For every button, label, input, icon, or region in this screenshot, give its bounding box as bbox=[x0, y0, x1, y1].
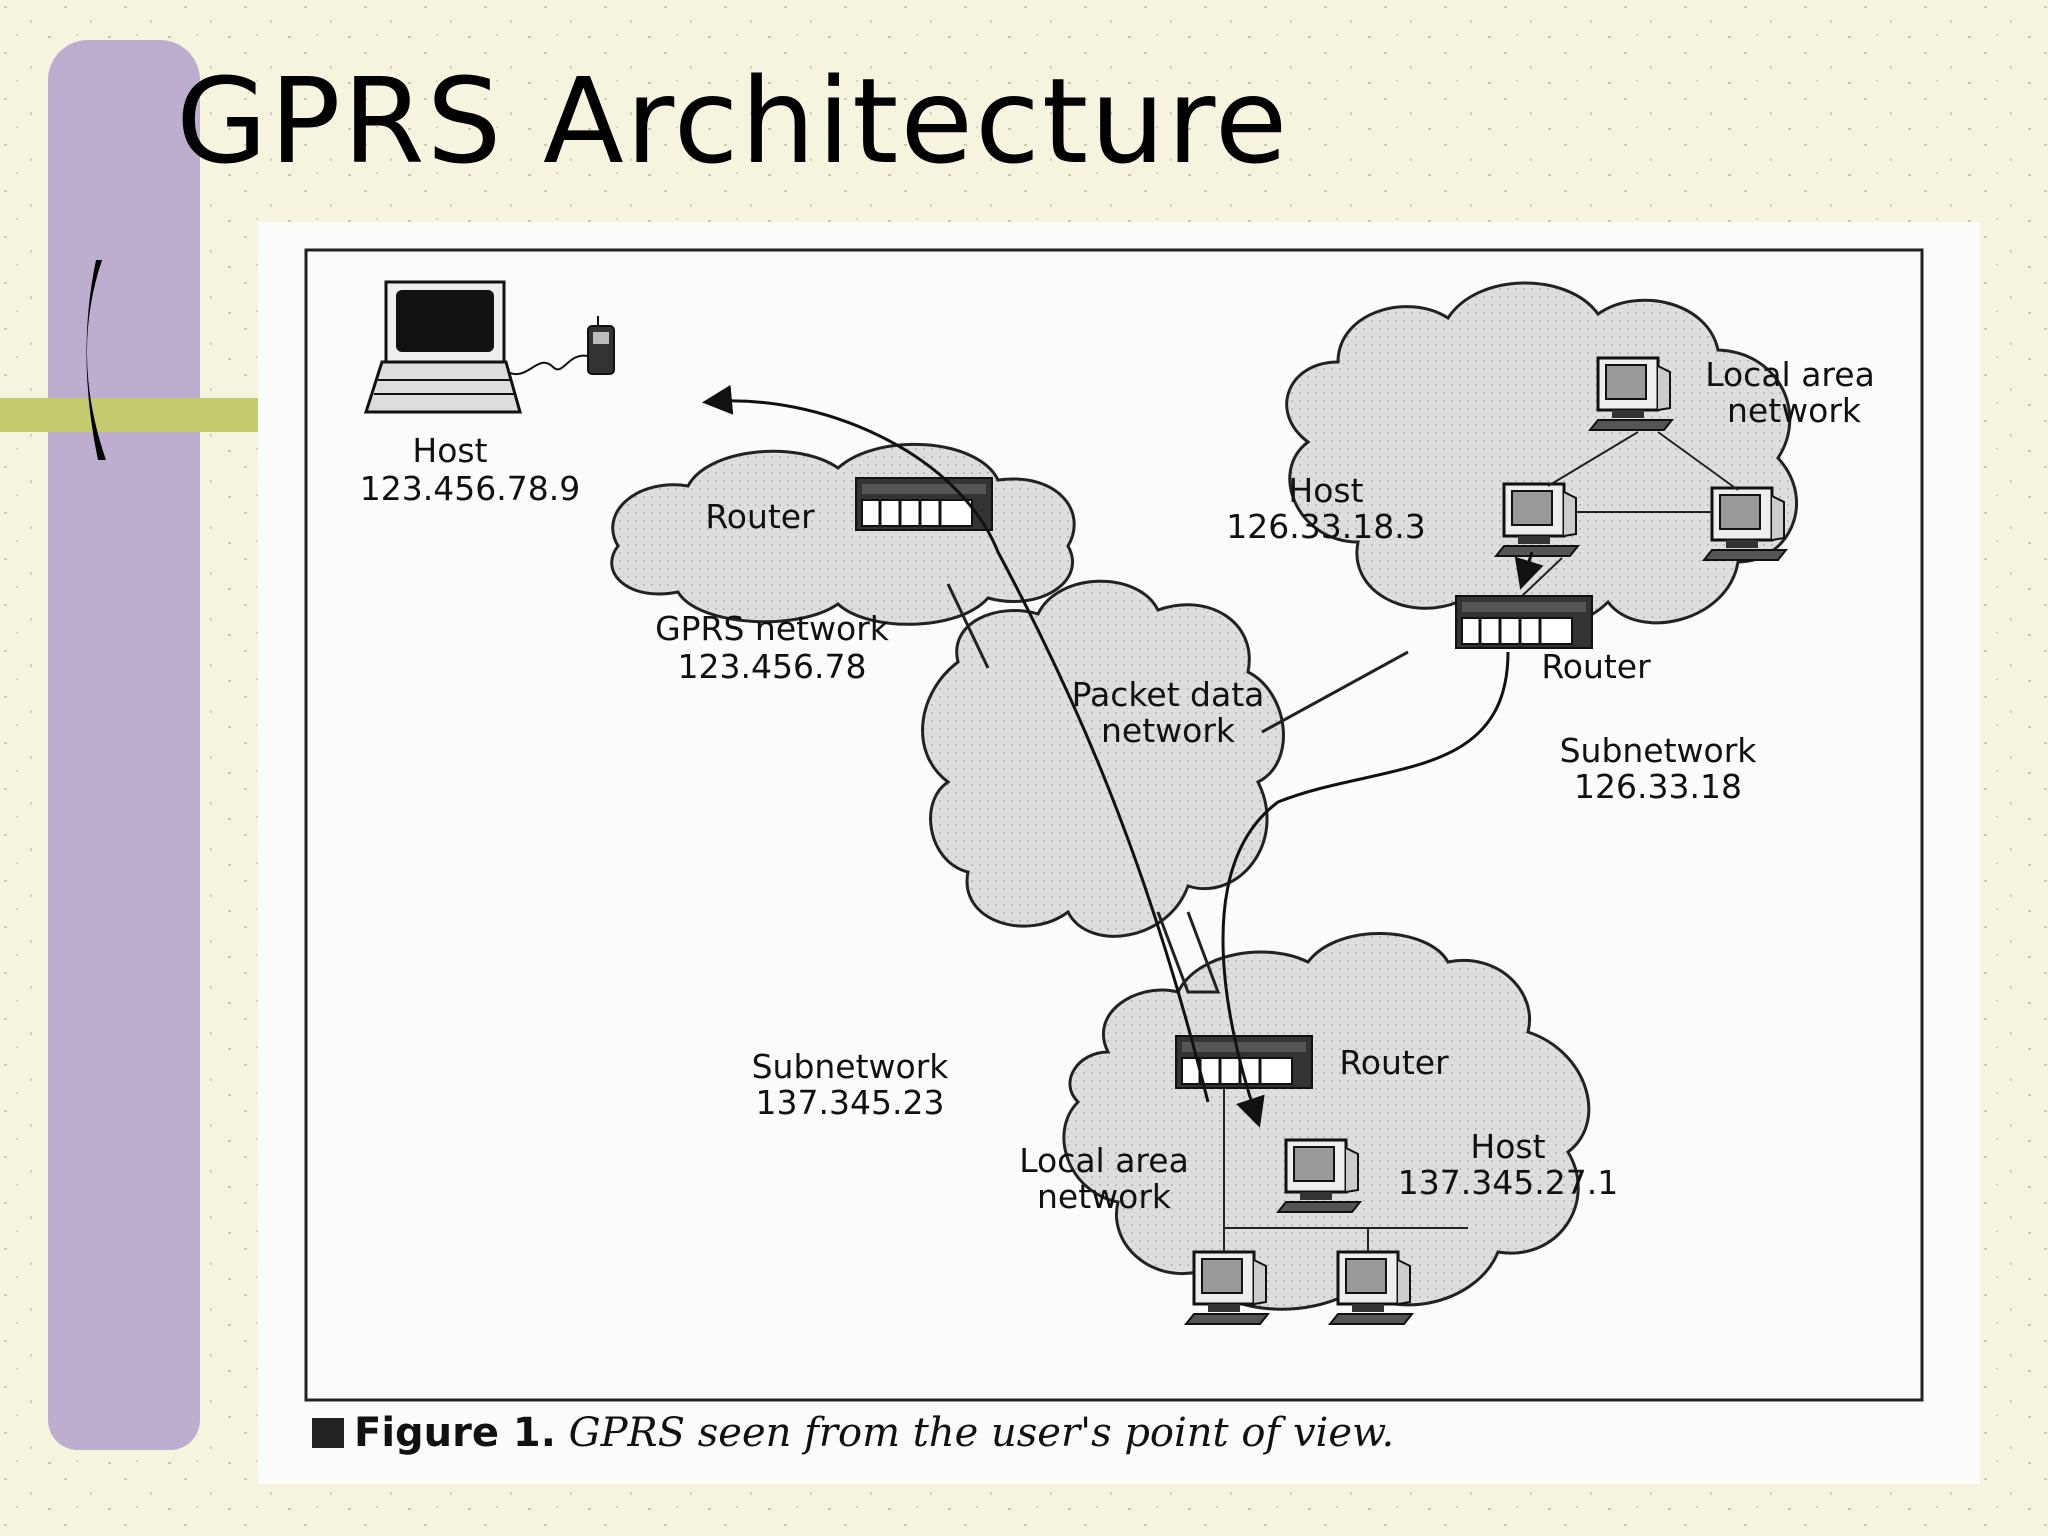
data-flow-arrow bbox=[1221, 651, 1510, 1128]
link-pdn-upper bbox=[1261, 650, 1409, 734]
figure-frame bbox=[304, 248, 1924, 1402]
upper-router-label: Router bbox=[1541, 647, 1651, 686]
lower-lan-label-1: Local area bbox=[1019, 1141, 1189, 1180]
data-flow-arrow bbox=[1514, 551, 1544, 590]
upper-subnetwork-cloud bbox=[1285, 281, 1798, 634]
upper-subnetwork-address: 126.33.18 bbox=[1574, 767, 1742, 806]
phone-cable bbox=[507, 354, 589, 375]
mobile-phone-icon bbox=[587, 316, 615, 375]
upper-lan-link bbox=[1657, 431, 1739, 491]
slide-title: GPRS Architecture bbox=[176, 52, 1290, 190]
computer-icon bbox=[1588, 356, 1674, 432]
packet-data-network-label-2: network bbox=[1101, 711, 1236, 750]
network-diagram: Host 123.456.78.9 Router GPRS network 12… bbox=[304, 248, 1924, 1402]
lower-subnetwork-label: Subnetwork bbox=[752, 1047, 950, 1086]
computer-icon bbox=[1328, 1250, 1414, 1326]
upper-lan-label-1: Local area bbox=[1705, 355, 1875, 394]
packet-data-network-cloud bbox=[921, 579, 1285, 938]
lower-subnetwork-cloud bbox=[1062, 932, 1591, 1311]
data-flow-arrow bbox=[702, 384, 1210, 1103]
lower-host-address: 137.345.27.1 bbox=[1398, 1163, 1618, 1202]
caption-label: Figure 1. bbox=[354, 1410, 556, 1456]
gprs-router-icon bbox=[854, 476, 994, 532]
mobile-host-label: Host bbox=[412, 431, 487, 470]
green-stripe bbox=[0, 398, 258, 432]
upper-lan-link bbox=[1547, 431, 1639, 487]
link-gprs-pdn bbox=[946, 583, 990, 669]
gprs-network-label: GPRS network bbox=[655, 609, 890, 648]
side-bar bbox=[48, 40, 200, 1450]
caption-text: GPRS seen from the user's point of view. bbox=[568, 1410, 1395, 1456]
lower-router-label: Router bbox=[1339, 1043, 1449, 1082]
lower-lan-label-2: network bbox=[1037, 1177, 1172, 1216]
lower-host-computer-icon bbox=[1276, 1138, 1362, 1214]
gprs-network-cloud bbox=[610, 442, 1076, 626]
upper-host-label: Host bbox=[1288, 471, 1363, 510]
gprs-network-address: 123.456.78 bbox=[678, 647, 867, 686]
gprs-router-label: Router bbox=[705, 497, 815, 536]
mobile-host-address: 123.456.78.9 bbox=[360, 469, 580, 508]
bracket-decoration bbox=[86, 260, 106, 460]
upper-host-address: 126.33.18.3 bbox=[1226, 507, 1425, 546]
link-pdn-lower bbox=[1156, 911, 1221, 994]
lower-subnetwork-address: 137.345.23 bbox=[756, 1083, 945, 1122]
figure-caption: Figure 1. GPRS seen from the user's poin… bbox=[312, 1410, 1394, 1456]
laptop-icon bbox=[363, 280, 522, 414]
upper-host-computer-icon bbox=[1494, 482, 1580, 558]
computer-icon bbox=[1184, 1250, 1270, 1326]
upper-router-icon bbox=[1454, 594, 1594, 650]
lower-host-label: Host bbox=[1470, 1127, 1545, 1166]
caption-square-icon bbox=[312, 1418, 344, 1448]
computer-icon bbox=[1702, 486, 1788, 562]
upper-lan-label-2: network bbox=[1727, 391, 1862, 430]
upper-subnetwork-label: Subnetwork bbox=[1560, 731, 1758, 770]
packet-data-network-label-1: Packet data bbox=[1072, 675, 1265, 714]
figure-panel: Host 123.456.78.9 Router GPRS network 12… bbox=[258, 222, 1980, 1484]
